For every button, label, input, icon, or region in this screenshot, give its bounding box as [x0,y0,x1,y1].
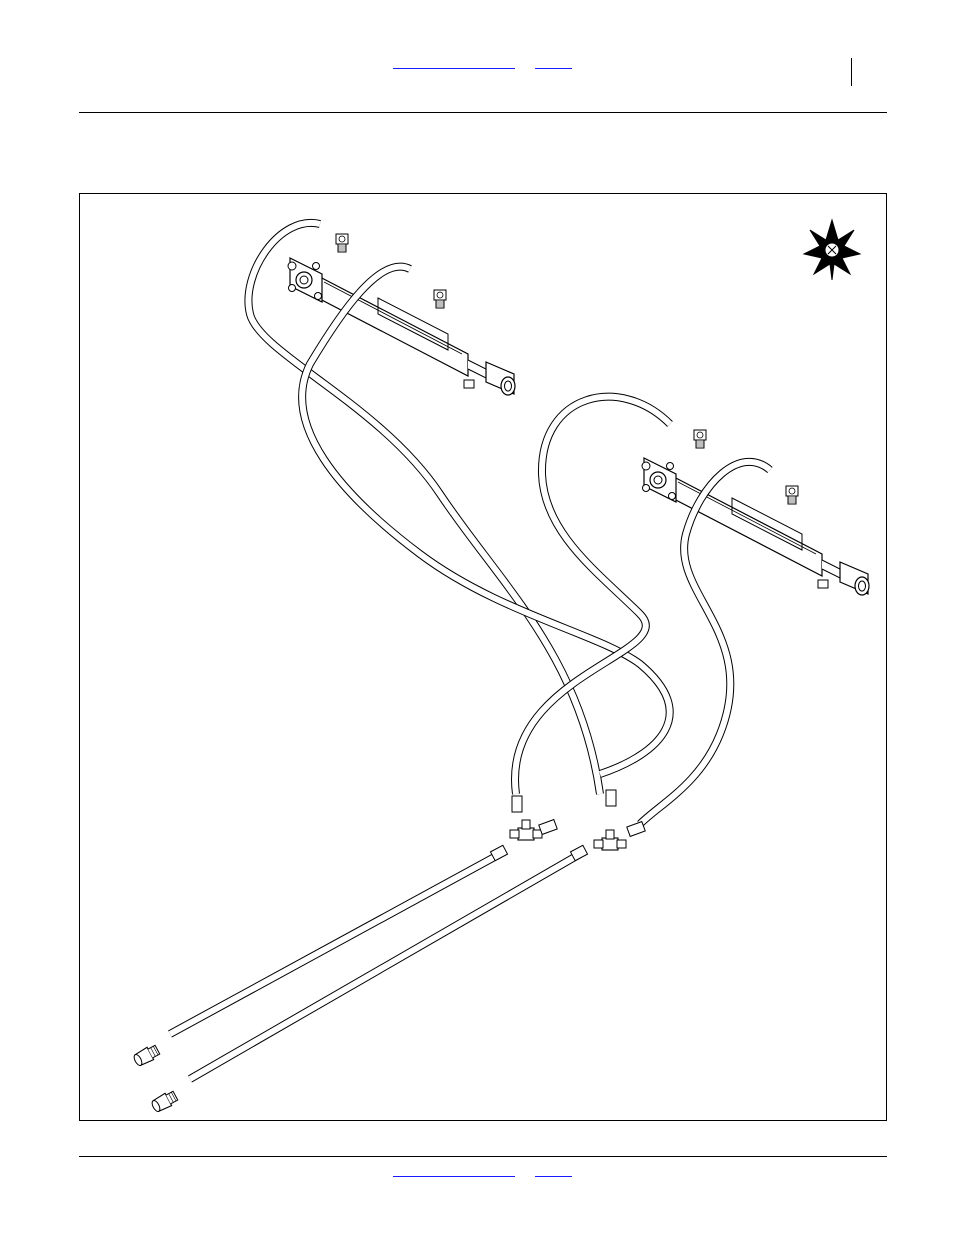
figure-frame [79,193,887,1121]
compass-star-icon [804,220,860,280]
header-link-left[interactable] [393,58,515,69]
elbow-fitting [694,430,706,448]
male-tip-coupler [132,1043,161,1067]
hose-ferrule [490,790,645,861]
header-page-tick [851,58,852,86]
tee-fitting [594,830,626,850]
hydraulic-hose [170,223,770,1079]
hydraulic-cylinder-lower [642,458,869,595]
header-rule [79,112,887,113]
footer-link-right[interactable] [535,1166,572,1177]
elbow-fitting [434,290,446,308]
header-link-right[interactable] [535,58,572,69]
elbow-fitting [336,234,348,252]
footer-link-left[interactable] [393,1166,515,1177]
hydraulic-diagram [80,194,886,1120]
tee-fitting [510,820,542,840]
hydraulic-cylinder-upper [288,258,515,395]
elbow-fitting [786,486,798,504]
male-tip-coupler [150,1089,179,1113]
footer-rule [79,1156,887,1157]
